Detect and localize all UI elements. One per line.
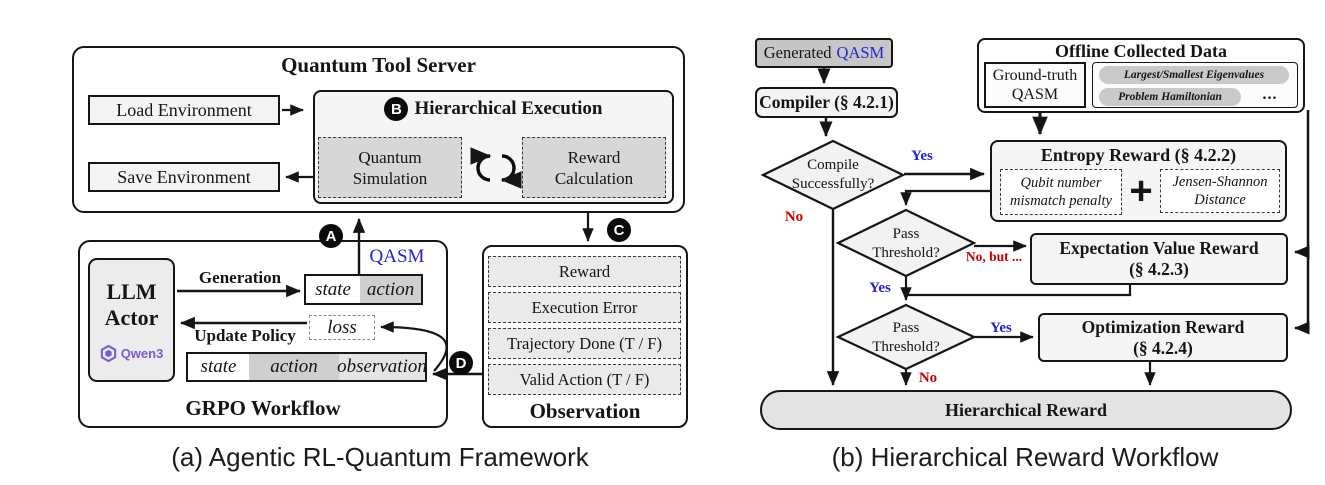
optimization-line2: (§ 4.2.4) xyxy=(1133,337,1193,358)
update-policy-label: Update Policy xyxy=(194,326,296,345)
save-environment-box: Save Environment xyxy=(88,162,280,192)
hierarchical-execution-header: B Hierarchical Execution xyxy=(313,95,674,123)
action-cell-2: action xyxy=(249,354,339,380)
generated-qasm-box: Generated QASM xyxy=(755,38,893,68)
grpo-workflow-title: GRPO Workflow xyxy=(185,395,341,420)
compile-yes-label: Yes xyxy=(911,147,933,164)
jensen-shannon-line2: Distance xyxy=(1194,192,1246,208)
qubit-penalty-box: Qubit number mismatch penalty xyxy=(1000,169,1122,215)
pass2-no-label: No xyxy=(918,370,938,386)
observation-row-execution-error: Execution Error xyxy=(488,292,681,323)
observation-row-trajectory-done: Trajectory Done (T / F) xyxy=(488,328,681,359)
quantum-simulation-box: Quantum Simulation xyxy=(318,137,462,198)
state-cell: state xyxy=(315,278,351,300)
ground-truth-line1: Ground-truth xyxy=(992,67,1078,84)
optimization-reward-box: Optimization Reward (§ 4.2.4) xyxy=(1038,313,1288,362)
badge-a: A xyxy=(319,224,343,248)
quantum-tool-server-title: Quantum Tool Server xyxy=(281,52,476,77)
save-environment-label: Save Environment xyxy=(117,166,251,187)
expectation-line2: (§ 4.2.3) xyxy=(1129,259,1189,279)
compile-check-line2: Successfully? xyxy=(791,176,875,192)
load-environment-box: Load Environment xyxy=(88,95,280,125)
qwen-logo-icon xyxy=(100,344,116,362)
arrow-offline-to-evr xyxy=(1294,110,1310,259)
loss-box: loss xyxy=(309,315,375,340)
arrow-offline-to-or xyxy=(1294,252,1310,335)
pass2-line1: Pass xyxy=(892,320,920,336)
generated-qasm-highlight: QASM xyxy=(836,43,885,62)
tags-ellipsis: ... xyxy=(1262,86,1278,103)
loss-label: loss xyxy=(327,316,357,338)
pass-threshold-2-label: Pass Threshold? xyxy=(838,318,974,358)
reward-calculation-box: Reward Calculation xyxy=(522,137,666,198)
qubit-penalty-line1: Qubit number xyxy=(1020,175,1102,191)
qwen-row: Qwen3 xyxy=(100,344,164,362)
load-environment-label: Load Environment xyxy=(116,99,252,120)
caption-b: (b) Hierarchical Reward Workflow xyxy=(831,441,1219,472)
plus-sign: + xyxy=(1129,168,1153,213)
compiler-label: Compiler (§ 4.2.1) xyxy=(759,92,894,112)
badge-c: C xyxy=(607,218,631,242)
pass1-nobut-label: No, but ... xyxy=(965,249,1023,264)
line-evr-join xyxy=(908,285,1132,297)
state-cell-2: state xyxy=(200,356,237,377)
tag-eigenvalues: Largest/Smallest Eigenvalues xyxy=(1099,66,1289,84)
badge-d: D xyxy=(449,351,473,375)
generated-qasm-prefix: Generated xyxy=(763,43,832,62)
llm-actor-box: LLM Actor Qwen3 xyxy=(88,258,175,382)
observation-title: Observation xyxy=(529,398,641,423)
tag-hamiltonian: Problem Hamiltonian xyxy=(1099,88,1241,106)
offline-collected-data-title: Offline Collected Data xyxy=(1055,40,1227,61)
pass1-line1: Pass xyxy=(892,226,920,242)
ground-truth-line2: QASM xyxy=(1011,86,1059,103)
pass2-line2: Threshold? xyxy=(872,339,940,355)
caption-a: (a) Agentic RL-Quantum Framework xyxy=(171,441,589,472)
observation-cell: observation xyxy=(337,354,427,380)
pass2-yes-label: Yes xyxy=(990,320,1012,336)
entropy-reward-title: Entropy Reward (§ 4.2.2) xyxy=(1040,144,1237,165)
hierarchical-reward-pill: Hierarchical Reward xyxy=(760,390,1292,430)
expectation-value-reward-box: Expectation Value Reward (§ 4.2.3) xyxy=(1030,233,1288,285)
generation-label: Generation xyxy=(198,268,282,287)
llm-actor-line2: Actor xyxy=(104,304,159,330)
state-action-box: state action xyxy=(304,274,423,305)
ground-truth-qasm-box: Ground-truth QASM xyxy=(984,62,1086,108)
jensen-shannon-line1: Jensen-Shannon xyxy=(1172,174,1268,190)
qwen-label: Qwen3 xyxy=(120,345,164,361)
compile-check-line1: Compile xyxy=(807,157,859,173)
badge-b: B xyxy=(384,97,409,121)
hierarchical-execution-title: Hierarchical Execution xyxy=(414,98,603,119)
compiler-box: Compiler (§ 4.2.1) xyxy=(755,87,898,118)
state-action-observation-box: state action observation xyxy=(186,352,427,382)
qubit-penalty-line2: mismatch penalty xyxy=(1010,193,1112,209)
arrow-entropy-to-pass1 xyxy=(900,189,990,206)
hierarchical-reward-label: Hierarchical Reward xyxy=(944,399,1108,420)
compile-check-label: Compile Successfully? xyxy=(763,155,903,195)
pass1-yes-label: Yes xyxy=(869,280,891,296)
compile-no-label: No xyxy=(784,208,804,225)
observation-row-valid-action: Valid Action (T / F) xyxy=(488,364,681,395)
optimization-line1: Optimization Reward xyxy=(1081,316,1245,337)
qasm-label: QASM xyxy=(369,246,425,267)
pass1-line2: Threshold? xyxy=(872,245,940,261)
expectation-line1: Expectation Value Reward xyxy=(1059,238,1259,258)
action-cell: action xyxy=(360,276,421,303)
jensen-shannon-box: Jensen-Shannon Distance xyxy=(1160,169,1280,213)
observation-row-reward: Reward xyxy=(488,256,681,287)
llm-actor-line1: LLM xyxy=(106,278,157,304)
